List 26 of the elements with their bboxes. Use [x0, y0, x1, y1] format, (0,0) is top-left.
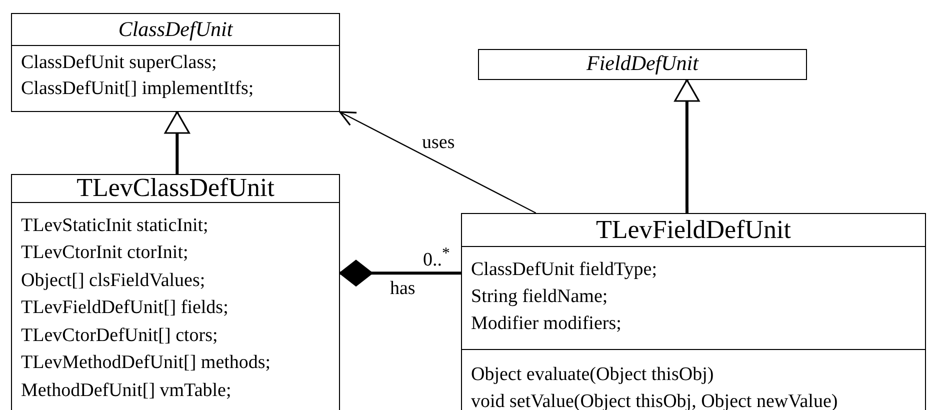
class-box: [478, 49, 807, 80]
member-text: TLevFieldDefUnit[] fields;: [20, 296, 230, 320]
multiplicity-label: 0..$^{*}$: [423, 246, 450, 270]
member-text: TLevMethodDefUnit[] methods;: [20, 351, 272, 376]
class-name: TLevClassDefUnit: [12, 175, 339, 202]
member-text: Modifier modifiers;: [470, 312, 622, 336]
class-box: [11, 174, 340, 410]
member-text: ClassDefUnit superClass;: [20, 50, 218, 74]
generalization-arrow: [674, 79, 700, 213]
class-name: ClassDefUnit: [12, 14, 339, 46]
member-text: MethodDefUnit[] vmTable;: [20, 379, 232, 404]
member-text: ClassDefUnit fieldType;: [470, 258, 658, 282]
member-text: String fieldName;: [470, 285, 609, 309]
member-text: Object[] clsFieldValues;: [20, 268, 206, 293]
class-name: TLevFieldDefUnit: [462, 214, 925, 246]
composition-line: [339, 260, 461, 286]
class-name: FieldDefUnit: [586, 50, 700, 76]
class-box: [461, 213, 926, 410]
member-text: ClassDefUnit[] implementItfs;: [20, 76, 255, 100]
member-text: Object evaluate(Object thisObj): [470, 362, 715, 386]
generalization-arrow: [164, 111, 190, 174]
member-text: TLevCtorDefUnit[] ctors;: [20, 324, 219, 348]
member-text: TLevCtorInit ctorInit;: [20, 241, 190, 266]
class-box: [11, 13, 340, 112]
arrow: [339, 111, 536, 214]
member-text: TLevStaticInit staticInit;: [20, 214, 210, 238]
